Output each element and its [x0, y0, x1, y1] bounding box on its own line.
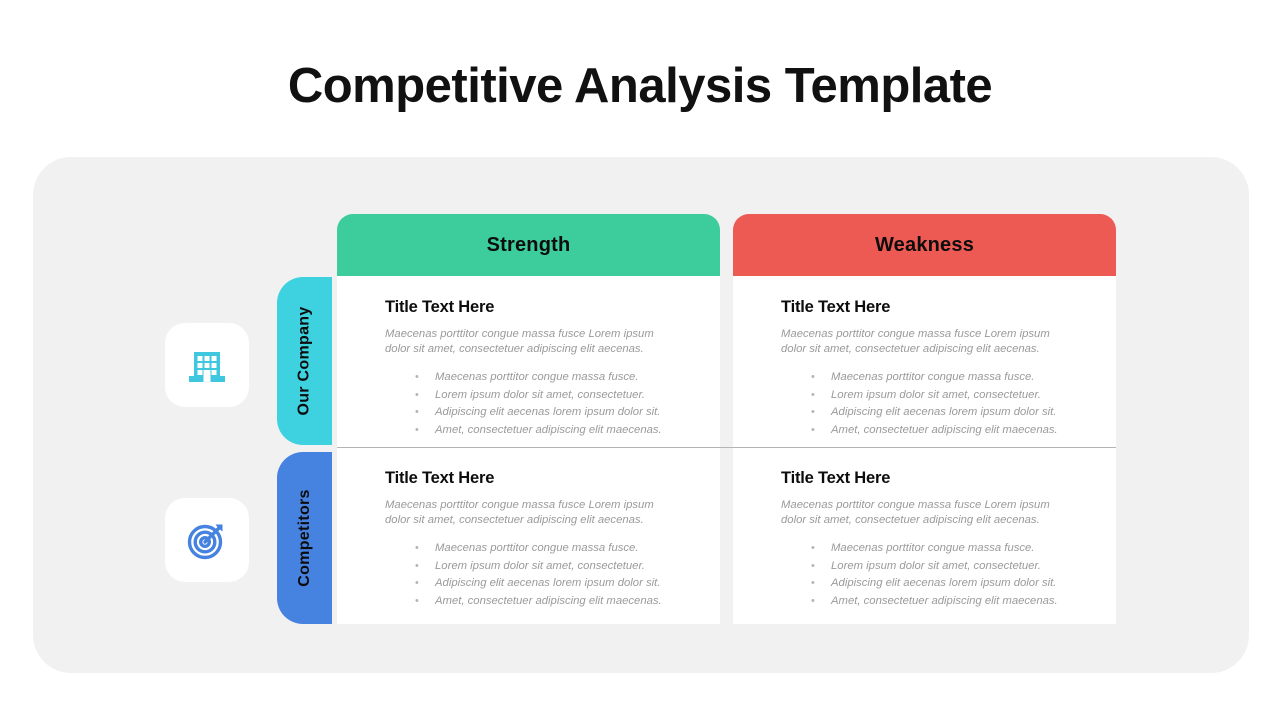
list-item: • Maecenas porttitor congue massa fusce.: [415, 369, 698, 387]
row-tab-competitors-label: Competitors: [295, 489, 313, 587]
cell-bullet-list: •Maecenas porttitor congue massa fusce. …: [385, 369, 698, 439]
bullet-glyph: •: [415, 594, 419, 607]
list-item-label: Lorem ipsum dolor sit amet, consectetuer…: [435, 559, 645, 572]
list-item-label: Lorem ipsum dolor sit amet, consectetuer…: [831, 388, 1041, 401]
cell-description: Maecenas porttitor congue massa fusce Lo…: [385, 328, 654, 356]
cell-description: Maecenas porttitor congue massa fusce Lo…: [385, 499, 654, 527]
list-item-label: Maecenas porttitor congue massa fusce.: [831, 542, 1035, 555]
list-item: • Adipiscing elit aecenas lorem ipsum dol…: [811, 404, 1094, 422]
bullet-glyph: •: [811, 406, 815, 419]
bullet-glyph: •: [811, 423, 815, 436]
list-item-label: Amet, consectetuer adipiscing elit maece…: [831, 594, 1058, 607]
list-item-label: Adipiscing elit aecenas lorem ipsum dolo…: [435, 577, 661, 590]
list-item: • Maecenas porttitor congue massa fusce.: [811, 369, 1094, 387]
cell-title: Title Text Here: [385, 298, 495, 316]
column-header-strength[interactable]: Strength: [337, 214, 720, 276]
cell-title: Title Text Here: [385, 469, 495, 487]
column-header-weakness[interactable]: Weakness: [733, 214, 1116, 276]
cell-our-company-strength[interactable]: Title Text Here Maecenas porttitor congu…: [337, 276, 720, 447]
icon-tile-competitors[interactable]: [165, 498, 249, 582]
list-item-label: Adipiscing elit aecenas lorem ipsum dolo…: [831, 577, 1057, 590]
cell-description: Maecenas porttitor congue massa fusce Lo…: [781, 328, 1050, 356]
list-item-label: Amet, consectetuer adipiscing elit maece…: [435, 594, 662, 607]
icon-tile-our-company[interactable]: [165, 323, 249, 407]
row-tab-competitors[interactable]: Competitors: [277, 452, 332, 624]
column-header-weakness-label: Weakness: [874, 233, 975, 256]
list-item-label: Amet, consectetuer adipiscing elit maece…: [831, 423, 1058, 436]
bullet-glyph: •: [811, 388, 815, 401]
building-icon: [189, 352, 225, 382]
bullet-glyph: •: [811, 371, 815, 384]
list-item-label: Lorem ipsum dolor sit amet, consectetuer…: [831, 559, 1041, 572]
cell-competitors-weakness[interactable]: Title Text Here Maecenas porttitor congu…: [733, 447, 1116, 624]
bullet-glyph: •: [811, 559, 815, 572]
row-tab-our-company-label: Our Company: [295, 306, 313, 416]
bullet-glyph: •: [415, 559, 419, 572]
bullet-glyph: •: [811, 577, 815, 590]
cell-competitors-strength[interactable]: Title Text Here Maecenas porttitor congu…: [337, 447, 720, 624]
list-item: • Adipiscing elit aecenas lorem ipsum dol…: [811, 575, 1094, 593]
row-divider: [337, 447, 1116, 448]
cell-description: Maecenas porttitor congue massa fusce Lo…: [781, 499, 1050, 527]
list-item: • Adipiscing elit aecenas lorem ipsum dol…: [415, 404, 698, 422]
list-item-label: Amet, consectetuer adipiscing elit maece…: [435, 423, 662, 436]
target-icon: [187, 524, 223, 560]
list-item: • Amet, consectetuer adipiscing elit maec…: [811, 593, 1094, 611]
row-tab-our-company[interactable]: Our Company: [277, 277, 332, 445]
column-header-strength-label: Strength: [486, 233, 571, 256]
cell-title: Title Text Here: [781, 469, 891, 487]
bullet-glyph: •: [415, 388, 419, 401]
bullet-glyph: •: [811, 542, 815, 555]
cell-bullet-list: •Maecenas porttitor congue massa fusce. …: [385, 540, 698, 610]
list-item: • Maecenas porttitor congue massa fusce.: [415, 540, 698, 558]
list-item: • Lorem ipsum dolor sit amet, consectetue…: [415, 558, 698, 576]
bullet-glyph: •: [811, 594, 815, 607]
list-item: • Amet, consectetuer adipiscing elit maec…: [811, 422, 1094, 440]
bullet-glyph: •: [415, 577, 419, 590]
list-item: • Lorem ipsum dolor sit amet, consectetue…: [811, 387, 1094, 405]
list-item: • Maecenas porttitor congue massa fusce.: [811, 540, 1094, 558]
bullet-glyph: •: [415, 406, 419, 419]
list-item-label: Maecenas porttitor congue massa fusce.: [435, 542, 639, 555]
list-item: • Lorem ipsum dolor sit amet, consectetue…: [811, 558, 1094, 576]
cell-bullet-list: •Maecenas porttitor congue massa fusce. …: [781, 369, 1094, 439]
list-item-label: Maecenas porttitor congue massa fusce.: [435, 371, 639, 384]
bullet-glyph: •: [415, 542, 419, 555]
bullet-glyph: •: [415, 423, 419, 436]
cell-title: Title Text Here: [781, 298, 891, 316]
list-item-label: Lorem ipsum dolor sit amet, consectetuer…: [435, 388, 645, 401]
list-item-label: Maecenas porttitor congue massa fusce.: [831, 371, 1035, 384]
list-item: • Lorem ipsum dolor sit amet, consectetue…: [415, 387, 698, 405]
list-item: • Amet, consectetuer adipiscing elit maec…: [415, 422, 698, 440]
bullet-glyph: •: [415, 371, 419, 384]
list-item: • Amet, consectetuer adipiscing elit maec…: [415, 593, 698, 611]
list-item: • Adipiscing elit aecenas lorem ipsum dol…: [415, 575, 698, 593]
cell-our-company-weakness[interactable]: Title Text Here Maecenas porttitor congu…: [733, 276, 1116, 447]
cell-bullet-list: •Maecenas porttitor congue massa fusce. …: [781, 540, 1094, 610]
list-item-label: Adipiscing elit aecenas lorem ipsum dolo…: [831, 406, 1057, 419]
list-item-label: Adipiscing elit aecenas lorem ipsum dolo…: [435, 406, 661, 419]
page-title: Competitive Analysis Template: [287, 59, 993, 113]
